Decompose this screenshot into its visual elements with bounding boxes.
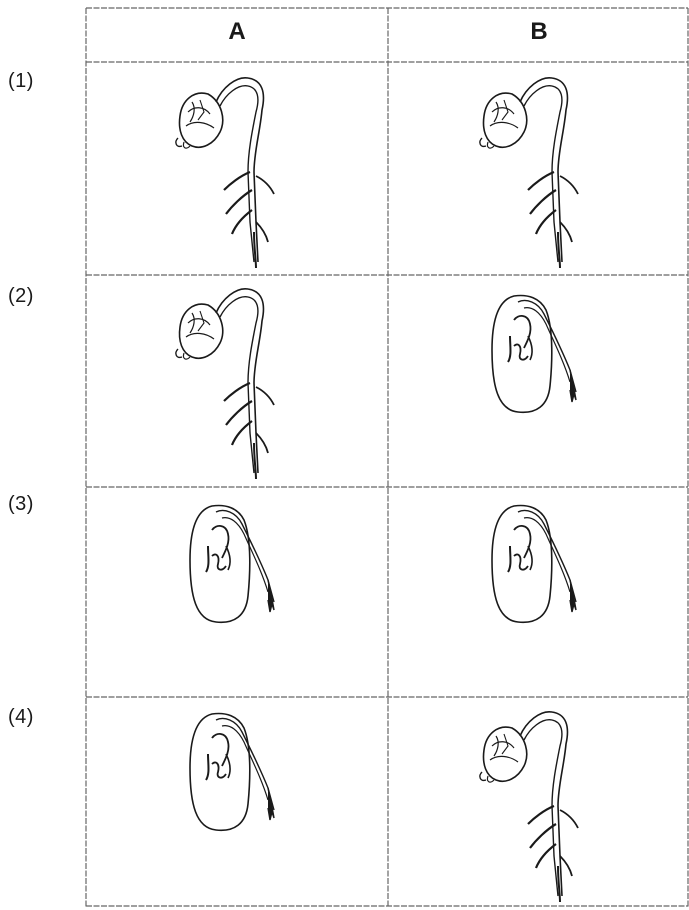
seedling-row1-b [474, 72, 614, 272]
seedling-row1-a [170, 72, 310, 272]
bean-seed-row4-a [182, 708, 292, 838]
seedling-row2-a [170, 283, 310, 483]
column-header-a: A [217, 18, 257, 46]
row-label-1: (1) [8, 70, 34, 93]
seedling-row4-b [474, 706, 614, 906]
bean-seed-row3-b [484, 500, 594, 630]
bean-seed-row2-b [484, 290, 594, 420]
row-label-3: (3) [8, 493, 34, 516]
column-header-b: B [519, 18, 559, 46]
bean-seed-row3-a [182, 500, 292, 630]
row-label-4: (4) [8, 706, 34, 729]
row-label-2: (2) [8, 285, 34, 308]
